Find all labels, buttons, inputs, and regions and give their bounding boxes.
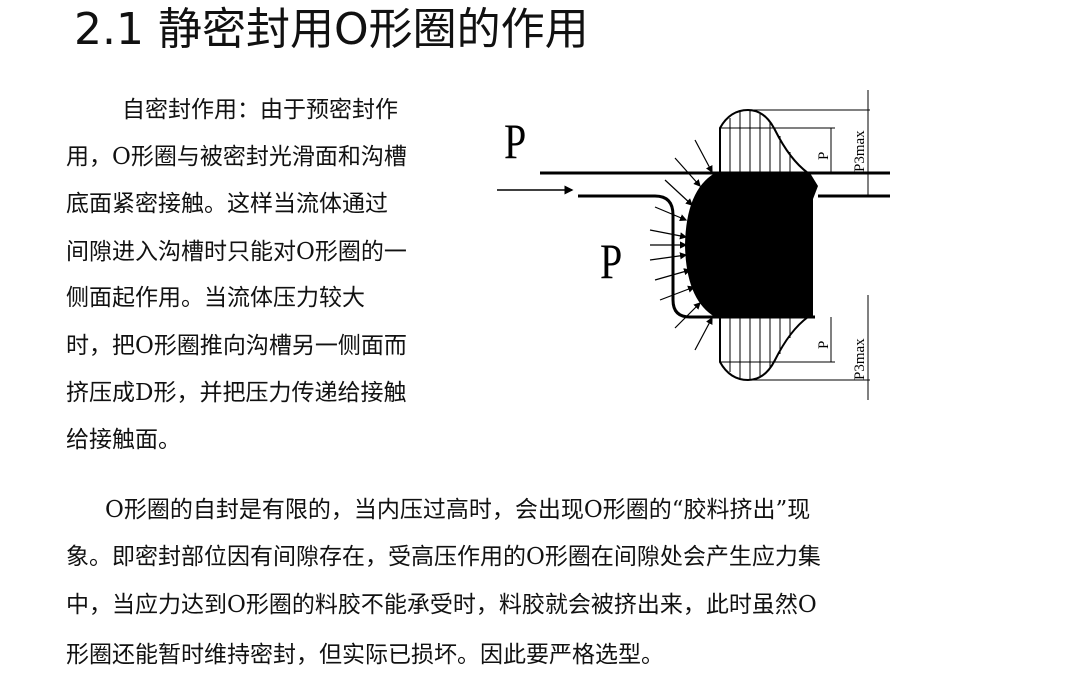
dimension-label: P3max [852, 130, 868, 172]
left-paragraph-line: 用，O形圈与被密封光滑面和沟槽 [66, 144, 407, 170]
dimension-label: P [816, 152, 832, 160]
bottom-paragraph-line: 中，当应力达到O形圈的料胶不能承受时，料胶就会被挤出来，此时虽然O [66, 592, 817, 618]
bottom-paragraph-line: 形圈还能暂时维持密封，但实际已损坏。因此要严格选型。 [66, 642, 664, 668]
bottom-paragraph-line: O形圈的自封是有限的，当内压过高时，会出现O形圈的“胶料挤出”现 [105, 497, 811, 523]
left-paragraph-line: 给接触面。 [66, 427, 181, 453]
bottom-paragraph-line: 象。即密封部位因有间隙存在，受高压作用的O形圈在间隙处会产生应力集 [66, 544, 821, 570]
pressure-label: P [504, 114, 526, 169]
left-paragraph-line: 底面紧密接触。这样当流体通过 [66, 191, 388, 217]
dimension-label: P [816, 341, 832, 349]
o-ring-cross-section [685, 173, 818, 317]
left-paragraph-line: 时，把O形圈推向沟槽另一侧面而 [66, 333, 407, 359]
pressure-arrows [649, 139, 713, 351]
left-paragraph-line: 挤压成D形，并把压力传递给接触 [66, 380, 407, 406]
groove-outline [578, 194, 815, 319]
top-pressure-curve [719, 108, 809, 174]
left-paragraph-line: 侧面起作用。当流体压力较大 [66, 285, 365, 311]
pressure-label: P [600, 234, 622, 289]
page-title: 2.1 静密封用O形圈的作用 [74, 4, 589, 55]
bottom-pressure-curve [719, 316, 809, 382]
dimension-label: P3max [852, 338, 868, 380]
left-paragraph-line: 间隙进入沟槽时只能对O形圈的一 [66, 239, 407, 265]
left-paragraph-line: 自密封作用：由于预密封作 [122, 97, 398, 123]
